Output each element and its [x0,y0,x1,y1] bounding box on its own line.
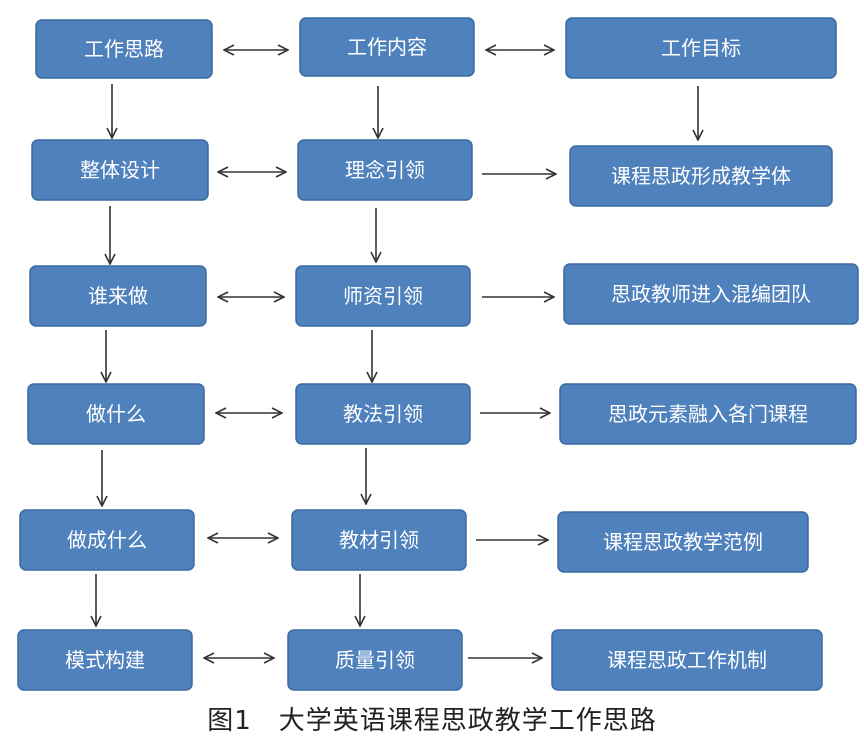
node-teaching-body: 课程思政形成教学体 [569,145,833,207]
node-label: 思政元素融入各门课程 [608,402,808,426]
node-label: 教法引领 [343,402,423,426]
node-label: 模式构建 [65,648,145,672]
node-label: 思政教师进入混编团队 [611,282,811,306]
node-overall-design: 整体设计 [31,139,209,201]
node-label: 课程思政教学范例 [603,530,763,554]
node-method-lead: 教法引领 [295,383,471,445]
node-label: 工作内容 [347,35,427,59]
node-textbook-lead: 教材引领 [291,509,467,571]
node-label: 教材引领 [339,528,419,552]
node-work-goal: 工作目标 [565,17,837,79]
node-label: 整体设计 [80,158,160,182]
node-teaching-examples: 课程思政教学范例 [557,511,809,573]
node-label: 做什么 [86,402,146,426]
node-quality-lead: 质量引领 [287,629,463,691]
node-work-mechanism: 课程思政工作机制 [551,629,823,691]
node-label: 课程思政形成教学体 [611,164,791,188]
node-concept-lead: 理念引领 [297,139,473,201]
node-who-does: 谁来做 [29,265,207,327]
node-label: 质量引领 [335,648,415,672]
node-label: 做成什么 [67,528,147,552]
node-label: 谁来做 [88,284,148,308]
node-work-approach: 工作思路 [35,19,213,79]
node-what-to-do: 做什么 [27,383,205,445]
node-label: 工作目标 [661,36,741,60]
node-mixed-team: 思政教师进入混编团队 [563,263,859,325]
node-label: 工作思路 [84,37,164,61]
node-faculty-lead: 师资引领 [295,265,471,327]
node-label: 课程思政工作机制 [607,648,767,672]
node-work-content: 工作内容 [299,17,475,77]
node-what-achieved: 做成什么 [19,509,195,571]
node-elements-into-courses: 思政元素融入各门课程 [559,383,857,445]
node-label: 师资引领 [343,284,423,308]
figure-caption: 图1 大学英语课程思政教学工作思路 [207,706,657,736]
node-label: 理念引领 [345,158,425,182]
node-model-building: 模式构建 [17,629,193,691]
